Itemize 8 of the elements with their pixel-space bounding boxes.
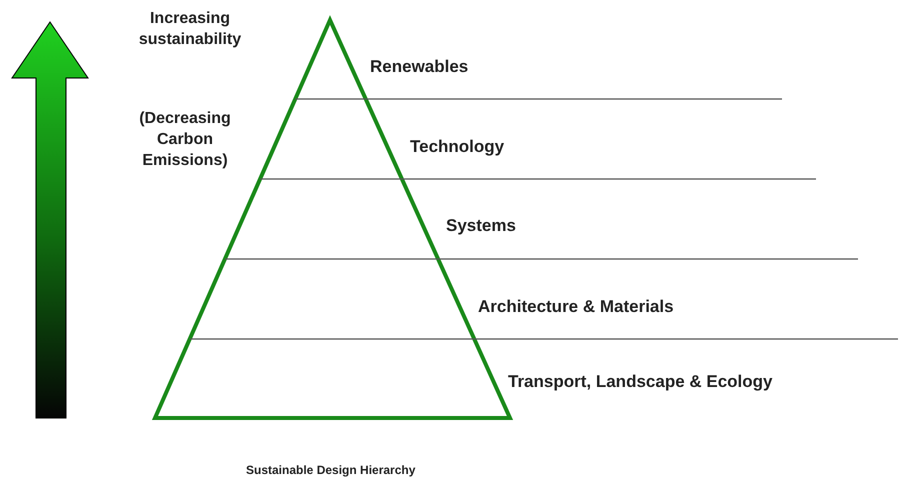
level-label: Systems xyxy=(446,216,516,236)
level-label: Renewables xyxy=(370,57,468,77)
caption: Sustainable Design Hierarchy xyxy=(246,463,416,477)
side-note: Increasing sustainability xyxy=(138,9,242,50)
level-label: Technology xyxy=(410,137,504,157)
side-note: (Decreasing Carbon Emissions) xyxy=(138,109,232,171)
level-label: Architecture & Materials xyxy=(478,297,674,317)
level-label: Transport, Landscape & Ecology xyxy=(508,372,773,392)
